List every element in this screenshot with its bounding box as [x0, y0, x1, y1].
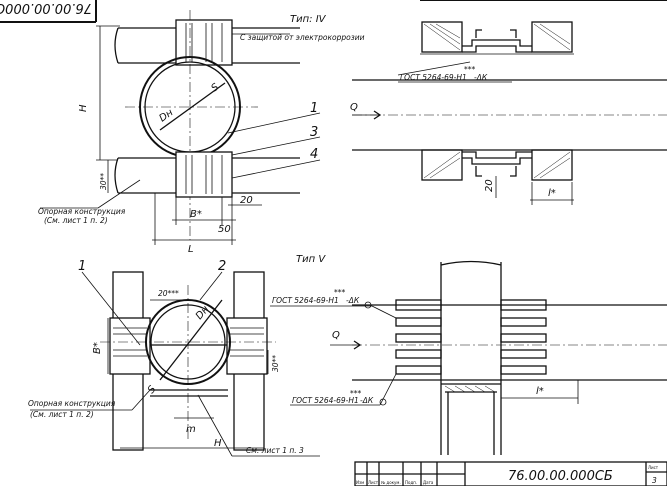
- gost-weld-bottom-2: ГОСТ 5264-69-Н1: [292, 396, 359, 405]
- rotated-document-code: 76.00.00.000СБ: [0, 0, 92, 15]
- dim-50-top: 50: [218, 224, 231, 235]
- type-label-top: Тип: IV: [290, 14, 327, 25]
- callout-2-bottom: 2: [218, 259, 226, 274]
- tb-col-date: Дата: [423, 480, 434, 485]
- sheet-number: 3: [652, 476, 657, 485]
- title-block: [354, 461, 667, 486]
- gost-stars-top: ***: [464, 65, 476, 74]
- gost-stars-bottom-1: ***: [334, 288, 346, 297]
- bottom-right-view: [270, 260, 667, 455]
- top-left-view: [40, 10, 321, 245]
- support-note-bottom-line1: Опорная конструкция: [28, 399, 116, 408]
- top-right-view: [352, 21, 667, 205]
- tb-col-sign: Подп.: [405, 480, 417, 485]
- sheet-ref-bottom: См. лист 1 п. 3: [246, 446, 304, 455]
- gost-suffix-top: -ΔК: [474, 73, 488, 82]
- callout-1-bottom: 1: [78, 259, 86, 274]
- tb-col-doc: № докум.: [381, 480, 401, 485]
- tb-col-izm: Изм: [356, 480, 364, 485]
- callout-4-top: 4: [310, 147, 318, 162]
- dim-l-star-bottom: l*: [536, 386, 544, 397]
- dim-l-star-top: l*: [548, 188, 556, 199]
- dim-diameter-top: Dн: [157, 107, 175, 124]
- gost-suffix-bottom-1: -ΔК: [346, 296, 360, 305]
- tb-col-list: Лист: [368, 480, 379, 485]
- support-note-top-line2: (См. лист 1 п. 2): [44, 216, 108, 225]
- gost-weld-bottom-1: ГОСТ 5264-69-Н1: [272, 296, 339, 305]
- document-code: 76.00.00.000СБ: [508, 469, 613, 484]
- dim-h-top: H: [78, 104, 89, 112]
- support-note-bottom-line2: (См. лист 1 п. 2): [30, 410, 94, 419]
- dim-30-top: 30**: [99, 173, 108, 190]
- gost-weld-top: ГОСТ 5264-69-Н1: [400, 73, 467, 82]
- dim-m-bottom: m: [186, 424, 196, 435]
- flow-label-bottom: Q: [332, 330, 340, 341]
- callout-3-top: 3: [310, 125, 318, 140]
- dim-20-bottom: 20***: [158, 289, 179, 298]
- dim-20-top: 20: [240, 195, 253, 206]
- dim-l-top: L: [188, 244, 194, 255]
- dim-b-bottom: B*: [92, 342, 103, 354]
- support-note-top-line1: Опорная конструкция: [38, 207, 126, 216]
- sheet-label: Лист: [648, 465, 659, 470]
- protection-note: С защитой от электрокоррозии: [240, 33, 365, 42]
- flow-label-top: Q: [350, 102, 358, 113]
- gost-stars-bottom-2: ***: [350, 389, 362, 398]
- dim-30-bottom: 30**: [271, 355, 280, 372]
- bottom-left-view: [30, 271, 320, 457]
- type-label-bottom: Тип V: [296, 254, 326, 265]
- dim-20-right-top: 20: [484, 179, 495, 192]
- dim-b-top: B*: [190, 209, 202, 220]
- sheet-border-top: [0, 0, 667, 23]
- callout-1-top: 1: [310, 101, 318, 116]
- dim-h-bottom: H: [214, 438, 222, 449]
- gost-suffix-bottom-2: -ΔК: [360, 396, 374, 405]
